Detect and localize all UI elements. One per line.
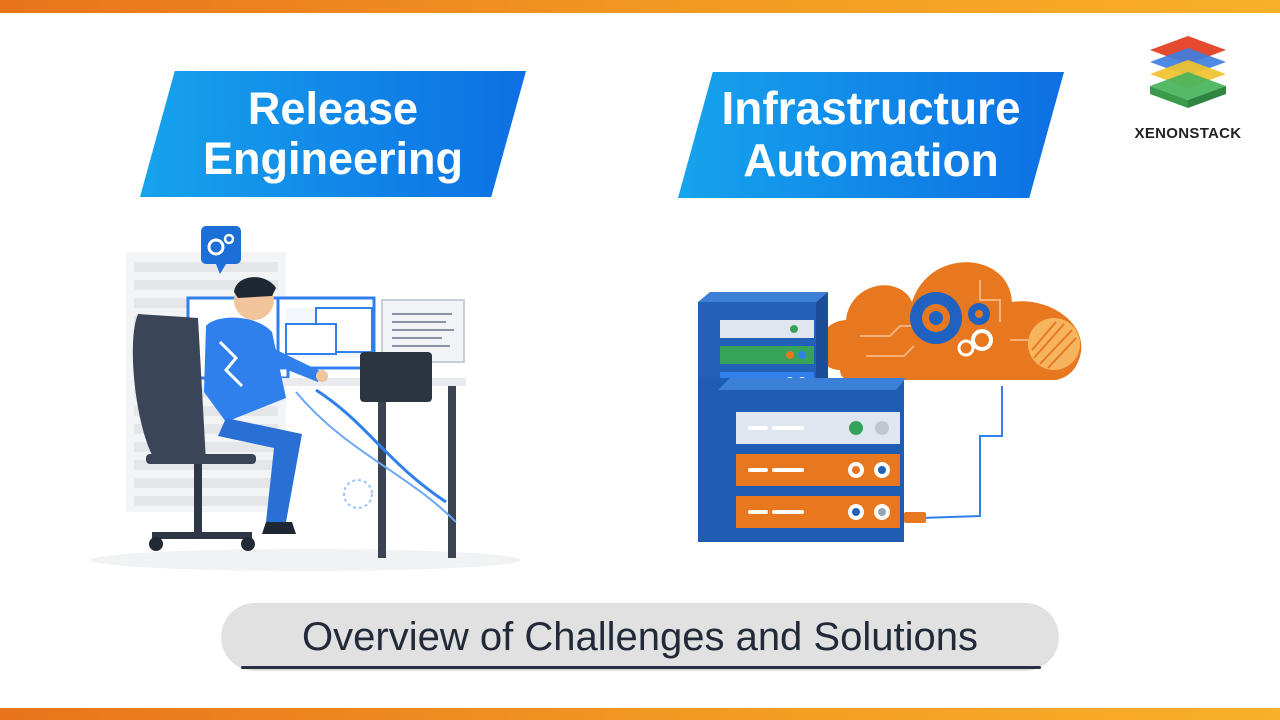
infrastructure-automation-banner: Infrastructure Automation [678,72,1064,198]
banner-line: Infrastructure [721,82,1021,135]
banner-line: Engineering [202,133,464,184]
title-underline [241,666,1041,669]
overview-title-pill: Overview of Challenges and Solutions [221,603,1059,671]
xenonstack-logo: XENONSTACK [1120,36,1256,142]
overview-title: Overview of Challenges and Solutions [302,614,978,659]
bottom-accent-bar [0,708,1280,720]
developer-at-desk-illustration [91,226,521,571]
logo-name: XENONSTACK [1134,125,1242,142]
server-cloud-illustration [698,262,1082,542]
gear-icon [201,226,241,274]
release-engineering-banner: Release Engineering [140,71,526,197]
server-icon [698,292,906,542]
top-accent-bar [0,0,1280,13]
xenonstack-logo-icon [1150,36,1226,108]
cloud-icon [818,262,1082,380]
banner-line: Release [247,82,419,134]
banner-line: Automation [743,134,999,186]
